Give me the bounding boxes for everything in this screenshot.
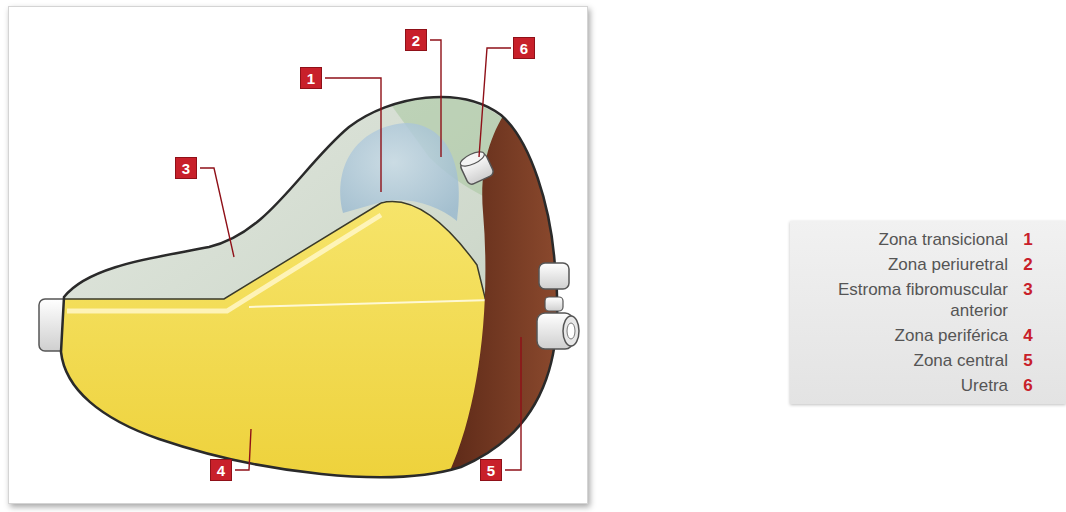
legend-row: Estroma fibromuscular anterior3 xyxy=(790,277,1066,323)
legend-row: Zona periuretral2 xyxy=(790,252,1066,277)
illustration-panel: 2 6 1 3 4 5 xyxy=(8,6,588,504)
prostate-illustration xyxy=(9,7,587,503)
zone-name: Zona central xyxy=(790,350,1008,371)
callout-number: 1 xyxy=(300,67,322,89)
legend-row: Zona periférica4 xyxy=(790,323,1066,348)
callout-number: 6 xyxy=(513,37,535,59)
callout-number: 3 xyxy=(175,157,197,179)
legend-row: Zona central5 xyxy=(790,348,1066,373)
callout-number: 2 xyxy=(405,29,427,51)
callout-number: 5 xyxy=(480,459,502,481)
legend-number: 4 xyxy=(1008,325,1048,346)
zone-name: Uretra xyxy=(790,375,1008,396)
legend-number: 5 xyxy=(1008,350,1048,371)
legend-number: 1 xyxy=(1008,229,1048,250)
callout-number: 4 xyxy=(210,459,232,481)
legend-row: Zona transicional1 xyxy=(790,227,1066,252)
legend-table: Zona transicional1Zona periuretral2Estro… xyxy=(790,221,1066,404)
legend-number: 3 xyxy=(1008,279,1048,300)
zone-name: Zona periférica xyxy=(790,325,1008,346)
legend-number: 6 xyxy=(1008,375,1048,396)
zone-name: Estroma fibromuscular anterior xyxy=(790,279,1008,321)
legend-number: 2 xyxy=(1008,254,1048,275)
legend-row: Uretra6 xyxy=(790,373,1066,398)
zone-name: Zona periuretral xyxy=(790,254,1008,275)
zone-name: Zona transicional xyxy=(790,229,1008,250)
